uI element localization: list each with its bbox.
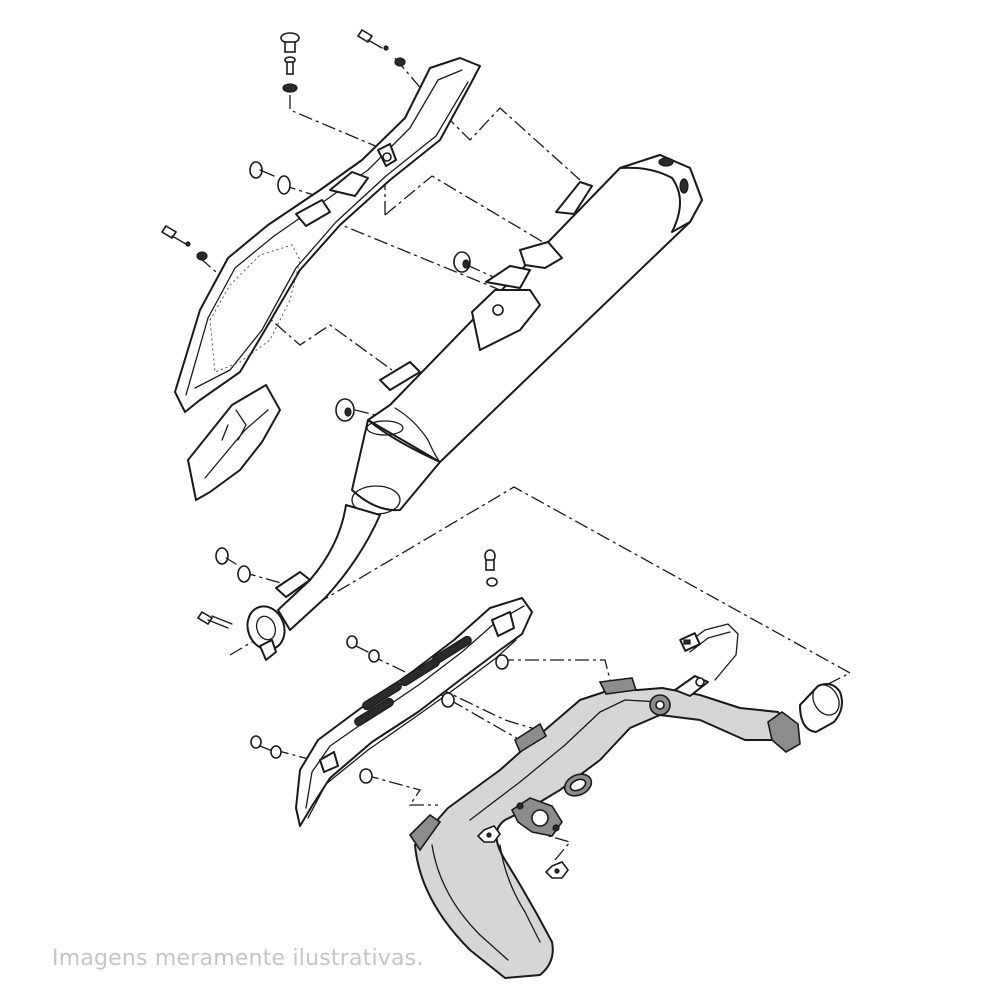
fasteners bbox=[160, 28, 569, 879]
bolt-icon bbox=[346, 635, 380, 663]
heat-shield-lower-vents bbox=[354, 635, 472, 727]
muffler-end-cap bbox=[619, 154, 703, 233]
grommet-icon bbox=[453, 251, 471, 273]
heat-shield-lower bbox=[295, 597, 533, 827]
grommet-icon bbox=[335, 398, 355, 422]
washer-icon bbox=[495, 654, 509, 670]
washer-icon bbox=[359, 768, 373, 784]
heat-shield-pad bbox=[187, 384, 281, 501]
heat-shield-upper bbox=[174, 57, 481, 413]
bolt-icon bbox=[280, 32, 300, 93]
header-flange bbox=[510, 797, 563, 837]
muffler-assembly bbox=[246, 154, 703, 661]
pipe-joint-sleeve bbox=[799, 683, 843, 733]
washer-icon bbox=[441, 692, 455, 708]
bolt-icon bbox=[484, 549, 498, 587]
bolt-icon bbox=[215, 547, 251, 583]
screw-icon bbox=[160, 224, 208, 261]
nut-icon bbox=[544, 861, 569, 879]
nut-icon bbox=[476, 825, 501, 843]
bolt-icon bbox=[196, 610, 233, 629]
disclaimer-caption: Imagens meramente ilustrativas. bbox=[52, 946, 424, 971]
exhaust-gasket bbox=[563, 773, 593, 797]
exhaust-header-pipe bbox=[408, 677, 801, 979]
screw-icon bbox=[356, 28, 406, 67]
bolt-icon bbox=[250, 735, 282, 759]
oxygen-sensor bbox=[674, 623, 739, 697]
bolt-icon bbox=[249, 161, 291, 195]
